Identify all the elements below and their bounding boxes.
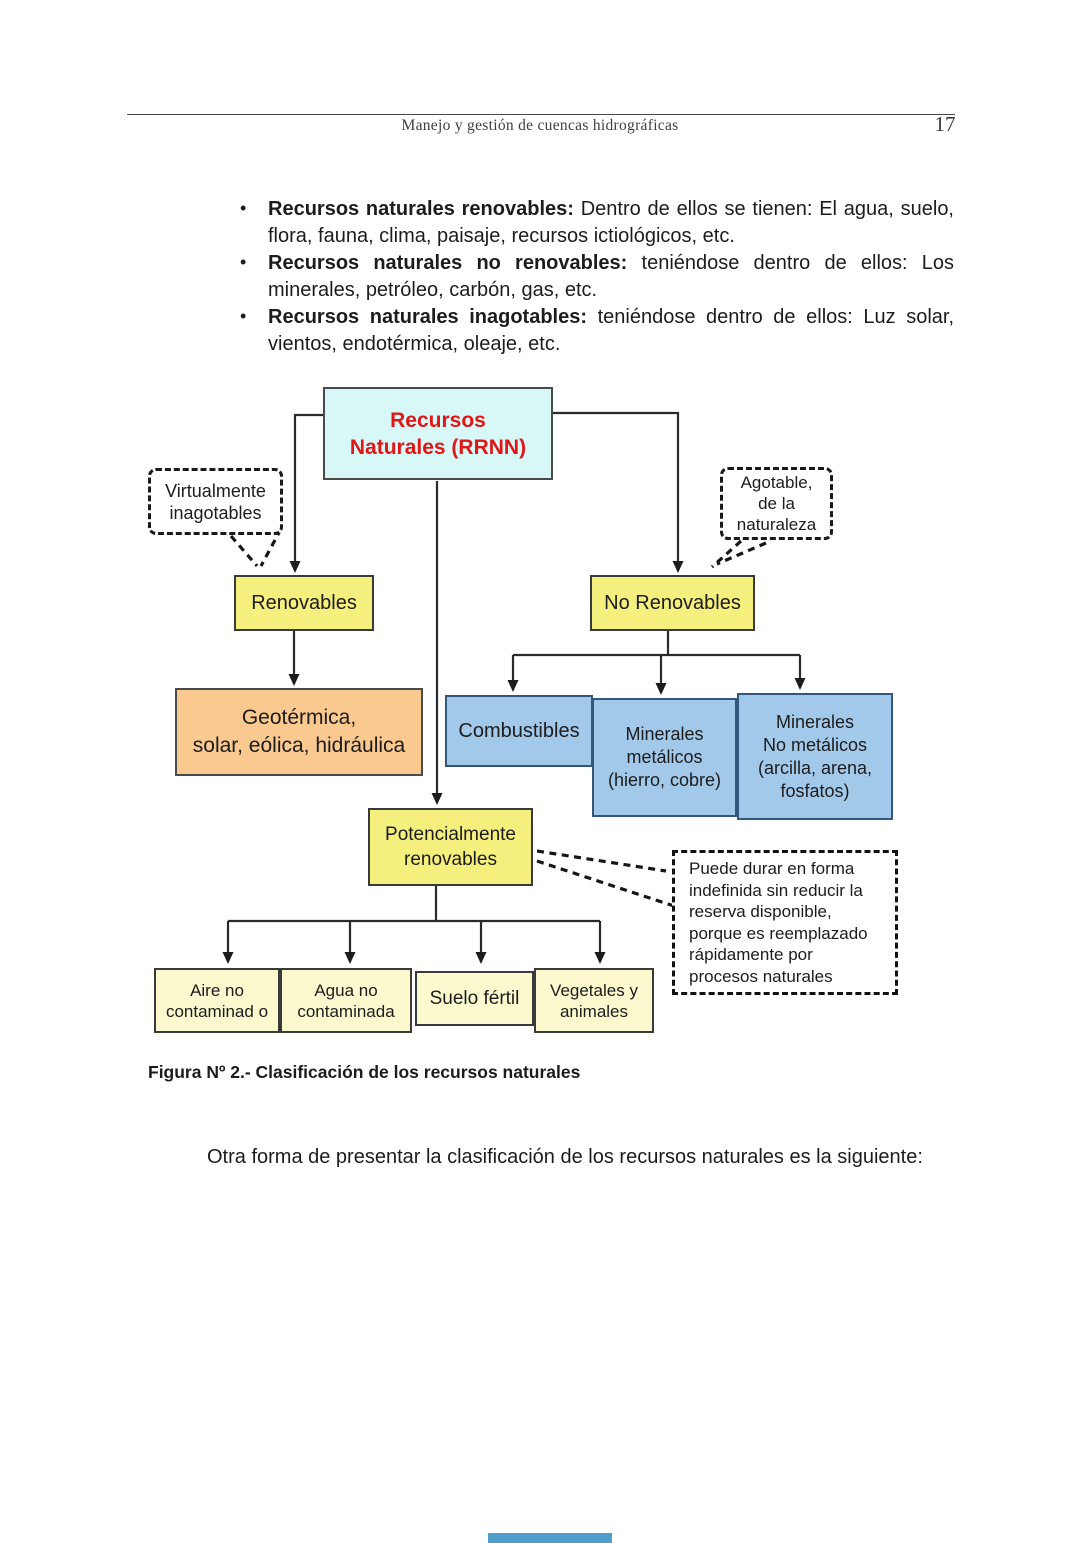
node-recursos-naturales: Recursos Naturales (RRNN) (323, 387, 553, 480)
bullet-icon: • (240, 198, 247, 218)
running-header: Manejo y gestión de cuencas hidrográfica… (401, 117, 679, 134)
bottom-accent-bar (488, 1533, 612, 1543)
callout-agotable: Agotable, de la naturaleza (720, 467, 833, 540)
closing-paragraph: Otra forma de presentar la clasificación… (207, 1146, 923, 1168)
list-item: • Recursos naturales renovables: Dentro … (232, 196, 954, 249)
callout-virtualmente-inagotables: Virtualmente inagotables (148, 468, 283, 535)
bullet-icon: • (240, 252, 247, 272)
node-renovables: Renovables (234, 575, 374, 631)
bullet-lead: Recursos naturales renovables: (268, 198, 574, 220)
node-minerales-metalicos: Minerales metálicos (hierro, cobre) (592, 698, 737, 817)
bullet-lead: Recursos naturales inagotables: (268, 306, 588, 328)
note-puede-durar: Puede durar en forma indefinida sin redu… (672, 850, 898, 995)
page-number: 17 (934, 112, 956, 136)
bullet-list: • Recursos naturales renovables: Dentro … (232, 196, 954, 358)
node-no-renovables: No Renovables (590, 575, 755, 631)
list-item: • Recursos naturales no renovables: teni… (232, 250, 954, 303)
node-vegetales-animales: Vegetales y animales (534, 968, 654, 1033)
figure-caption: Figura Nº 2.- Clasificación de los recur… (148, 1062, 581, 1082)
node-minerales-no-metalicos: Minerales No metálicos (arcilla, arena, … (737, 693, 893, 820)
bullet-body: teniéndose dentro de ellos: Los minerale… (268, 252, 954, 301)
node-geotermica: Geotérmica, solar, eólica, hidráulica (175, 688, 423, 776)
bullet-icon: • (240, 306, 247, 326)
list-item: • Recursos naturales inagotables: tenién… (232, 304, 954, 357)
node-suelo-fertil: Suelo fértil (415, 971, 534, 1026)
node-potencialmente-renovables: Potencialmente renovables (368, 808, 533, 886)
node-aire-no-contaminado: Aire no contaminad o (154, 968, 280, 1033)
header-rule (127, 114, 955, 115)
bullet-body: teniéndose dentro de ellos: Luz solar, v… (268, 306, 954, 355)
node-agua-no-contaminada: Agua no contaminada (280, 968, 412, 1033)
bullet-lead: Recursos naturales no renovables: (268, 252, 628, 274)
bullet-body: Dentro de ellos se tienen: El agua, suel… (268, 198, 954, 247)
node-combustibles: Combustibles (445, 695, 593, 767)
